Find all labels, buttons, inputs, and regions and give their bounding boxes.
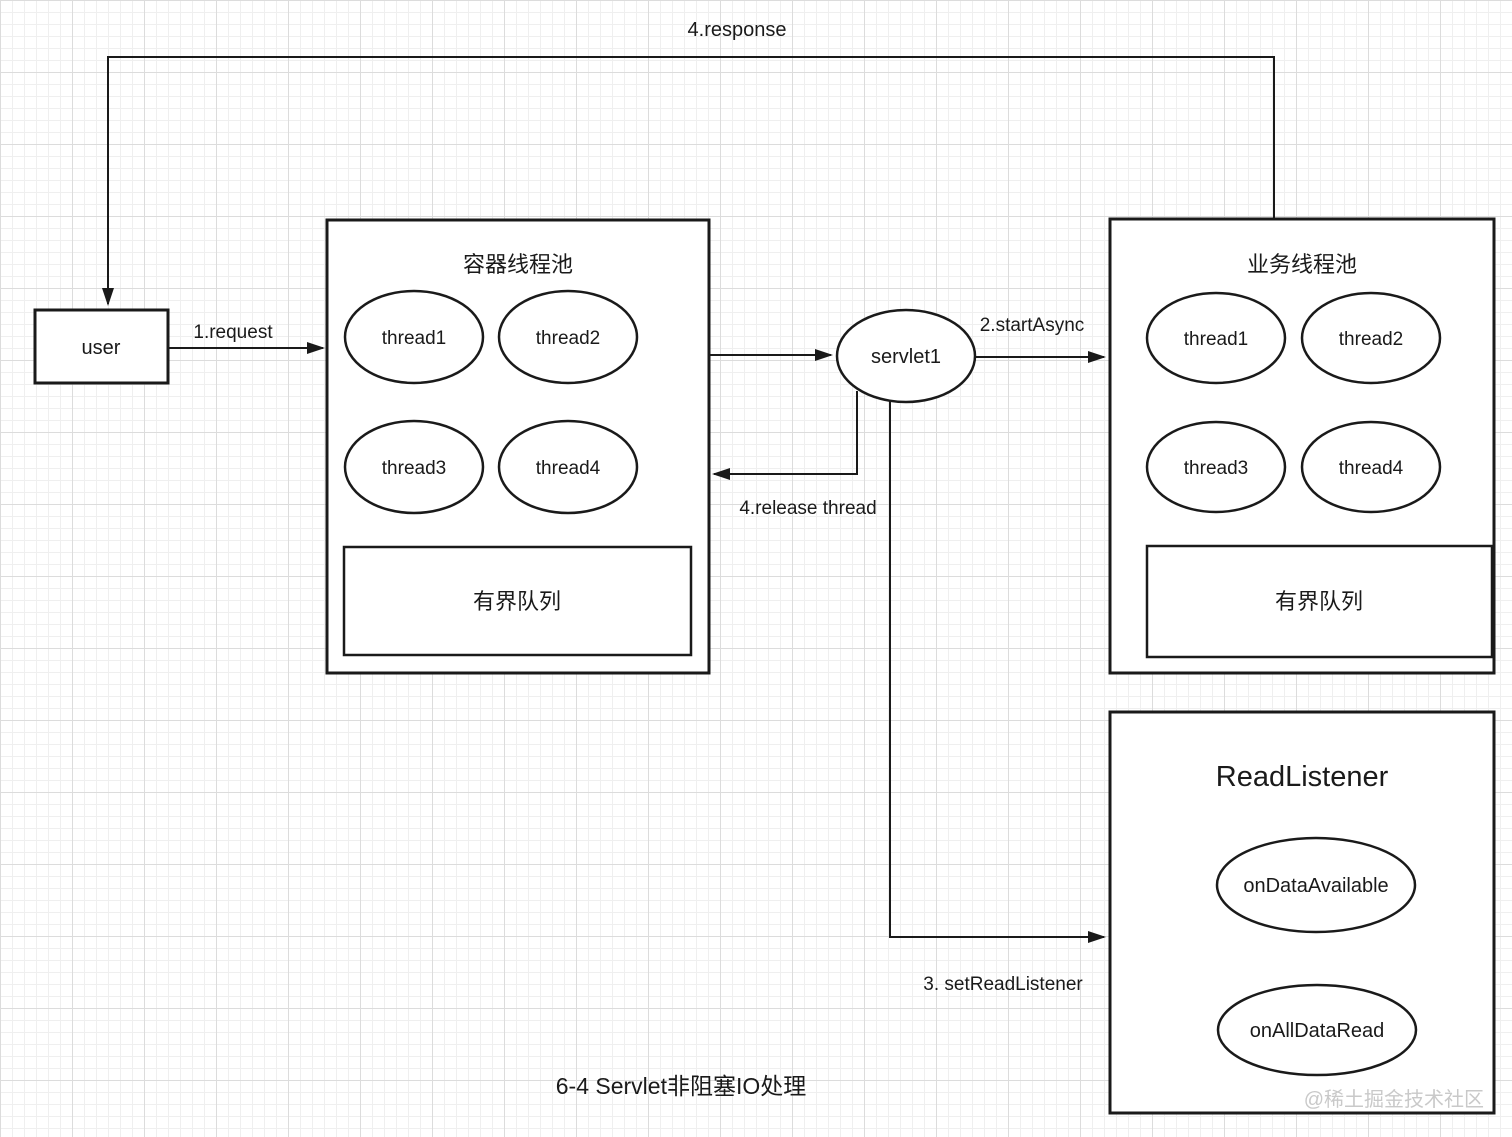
- release-thread-arrow: [712, 391, 858, 480]
- start-async-label: 2.startAsync: [980, 315, 1085, 336]
- business-thread2-ellipse: [1300, 291, 1442, 385]
- response-arrow: [102, 56, 1275, 306]
- on-all-data-read-ellipse: [1216, 983, 1418, 1077]
- user-label: user: [82, 337, 121, 359]
- on-data-available-ellipse: [1215, 836, 1417, 934]
- business-thread3-ellipse: [1145, 420, 1287, 514]
- watermark-text: @稀土掘金技术社区: [1304, 1088, 1484, 1111]
- business-thread2-label: thread2: [1339, 329, 1403, 350]
- servlet1-label: servlet1: [871, 346, 941, 368]
- business-thread3-label: thread3: [1184, 458, 1248, 479]
- request-label: 1.request: [193, 322, 273, 343]
- container-thread1-label: thread1: [382, 328, 446, 349]
- container-pool-title: 容器线程池: [463, 252, 573, 277]
- business-thread4-label: thread4: [1339, 458, 1404, 479]
- business-thread4-ellipse: [1300, 420, 1442, 514]
- release-thread-label: 4.release thread: [739, 498, 876, 519]
- container-thread2-label: thread2: [536, 328, 600, 349]
- container-thread3-label: thread3: [382, 458, 446, 479]
- read-listener-title: ReadListener: [1216, 761, 1389, 793]
- servlet1-ellipse: [835, 308, 977, 404]
- on-all-data-read-label: onAllDataRead: [1250, 1020, 1385, 1042]
- container-queue-label: 有界队列: [473, 589, 561, 614]
- container-queue-box: [342, 545, 693, 657]
- container-thread4-label: thread4: [536, 458, 601, 479]
- business-pool-title: 业务线程池: [1247, 252, 1357, 277]
- container-thread1-ellipse: [343, 289, 485, 385]
- set-read-listener-label: 3. setReadListener: [923, 974, 1083, 995]
- figure-caption: 6-4 Servlet非阻塞IO处理: [556, 1073, 807, 1099]
- business-queue-box: [1145, 544, 1494, 659]
- container-thread4-ellipse: [497, 419, 639, 515]
- business-thread1-label: thread1: [1184, 329, 1248, 350]
- business-thread1-ellipse: [1145, 291, 1287, 385]
- set-read-listener-arrow: [889, 401, 1106, 943]
- user-box: [33, 308, 170, 385]
- container-thread2-ellipse: [497, 289, 639, 385]
- on-data-available-label: onDataAvailable: [1243, 875, 1388, 897]
- container-thread3-ellipse: [343, 419, 485, 515]
- business-queue-label: 有界队列: [1275, 589, 1363, 614]
- response-label: 4.response: [688, 19, 787, 41]
